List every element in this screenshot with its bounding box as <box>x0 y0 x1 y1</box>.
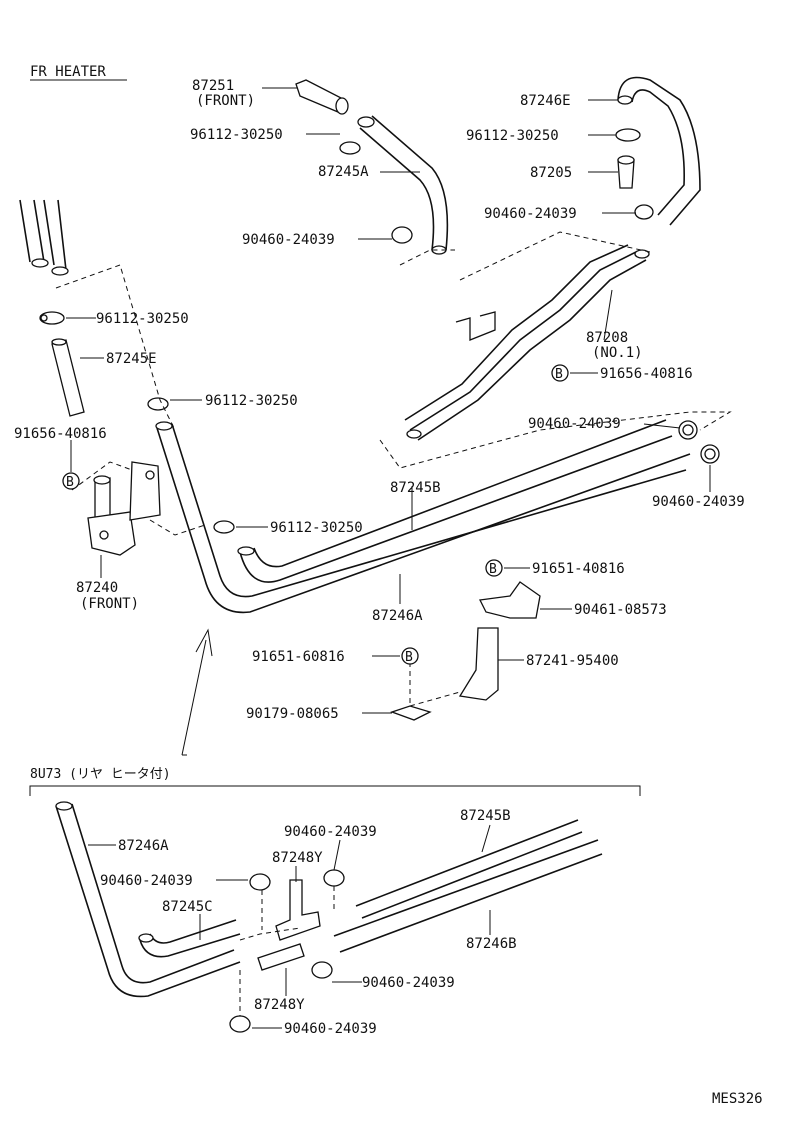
hose-87246A-lower <box>55 801 241 998</box>
callout-87240: 87240 <box>76 580 118 596</box>
hose-87245B <box>237 419 673 583</box>
bolt-symbol-3: B <box>485 559 503 577</box>
callout-lower-87248Y-b: 87248Y <box>254 997 305 1013</box>
svg-text:B: B <box>555 367 563 382</box>
callout-96112-30250-d: 96112-30250 <box>205 393 298 409</box>
connector-87251 <box>295 79 349 115</box>
clip-90461-08573 <box>479 581 541 619</box>
clamp-lower-d <box>229 1015 251 1033</box>
clamp-top-right <box>615 128 641 142</box>
clamp-right-upper <box>678 420 698 440</box>
callout-91651-40816: 91651-40816 <box>532 561 625 577</box>
hose-87245C <box>138 919 241 958</box>
clamp-left-mid <box>147 397 169 411</box>
callout-lower-87246A: 87246A <box>118 838 169 854</box>
hose-87246E <box>617 76 701 226</box>
clamp-lower-a <box>249 873 271 891</box>
callout-91656-40816-b: 91656-40816 <box>600 366 693 382</box>
pipe-87208 <box>404 244 650 441</box>
clamp-top-center <box>339 141 361 155</box>
water-valve-87240 <box>87 461 161 556</box>
callout-96112-30250-b: 96112-30250 <box>466 128 559 144</box>
tee-87248Y-upper <box>275 879 321 941</box>
drawing-code: MES326 <box>712 1091 763 1107</box>
callout-90460-24039-b: 90460-24039 <box>484 206 577 222</box>
svg-text:B: B <box>66 475 74 490</box>
callout-87245E: 87245E <box>106 351 157 367</box>
callout-91656-40816-a: 91656-40816 <box>14 426 107 442</box>
bolt-symbol-2: B <box>551 364 569 382</box>
hose-pipes-left <box>19 199 69 276</box>
bolt-symbol-1: B <box>62 472 80 490</box>
callout-90460-24039-a: 90460-24039 <box>242 232 335 248</box>
svg-text:B: B <box>405 650 413 665</box>
callout-90179-08065: 90179-08065 <box>246 706 339 722</box>
nut-90179-08065 <box>390 705 432 721</box>
clamp-top-right-low <box>634 204 654 220</box>
leader-lines <box>66 87 711 1029</box>
callout-87240-front: (FRONT) <box>80 596 139 612</box>
hose-87245E <box>51 338 85 417</box>
callout-87245A: 87245A <box>318 164 369 180</box>
hose-87245A <box>357 115 449 255</box>
callout-90461-08573: 90461-08573 <box>574 602 667 618</box>
clamp-lower-c <box>311 961 333 979</box>
section-label-rear-heater: 8U73 (リヤ ヒータ付) <box>30 767 171 782</box>
clamp-left-low <box>213 520 235 534</box>
callout-lower-90460-24039-b: 90460-24039 <box>284 824 377 840</box>
callout-87251: 87251 <box>192 78 234 94</box>
tee-87248Y-lower <box>257 943 305 971</box>
callout-lower-87246B: 87246B <box>466 936 517 952</box>
bleeder-87205 <box>617 155 635 189</box>
callout-87246E: 87246E <box>520 93 571 109</box>
clamp-top-center-low <box>391 226 413 244</box>
callout-90460-24039-c: 90460-24039 <box>528 416 621 432</box>
callout-lower-90460-24039-d: 90460-24039 <box>284 1021 377 1037</box>
callout-90460-24039-d: 90460-24039 <box>652 494 745 510</box>
callout-87241-95400: 87241-95400 <box>526 653 619 669</box>
direction-arrow <box>181 628 213 756</box>
callout-lower-87245C: 87245C <box>162 899 213 915</box>
callout-lower-90460-24039-c: 90460-24039 <box>362 975 455 991</box>
svg-text:B: B <box>489 562 497 577</box>
callout-lower-90460-24039-a: 90460-24039 <box>100 873 193 889</box>
bolt-symbol-4: B <box>401 647 419 665</box>
callout-96112-30250-c: 96112-30250 <box>96 311 189 327</box>
clamp-right-lower <box>700 444 720 464</box>
callout-91651-60816: 91651-60816 <box>252 649 345 665</box>
callout-87208-no1: (NO.1) <box>592 345 643 361</box>
clamp-lower-b <box>323 869 345 887</box>
callout-87245B: 87245B <box>390 480 441 496</box>
callout-96112-30250-e: 96112-30250 <box>270 520 363 536</box>
hose-87246B <box>333 839 603 953</box>
callout-87205: 87205 <box>530 165 572 181</box>
callout-87246A: 87246A <box>372 608 423 624</box>
callout-96112-30250-a: 96112-30250 <box>190 127 283 143</box>
hose-87246A <box>155 421 691 614</box>
hose-87245B-lower <box>355 819 583 919</box>
bracket-87241-95400 <box>458 627 499 701</box>
section-label: FR HEATER <box>30 64 106 80</box>
callout-87208: 87208 <box>586 330 628 346</box>
callout-lower-87245B: 87245B <box>460 808 511 824</box>
callout-lower-87248Y-a: 87248Y <box>272 850 323 866</box>
callout-87251-front: (FRONT) <box>196 93 255 109</box>
clamp-left-upper <box>39 311 65 325</box>
